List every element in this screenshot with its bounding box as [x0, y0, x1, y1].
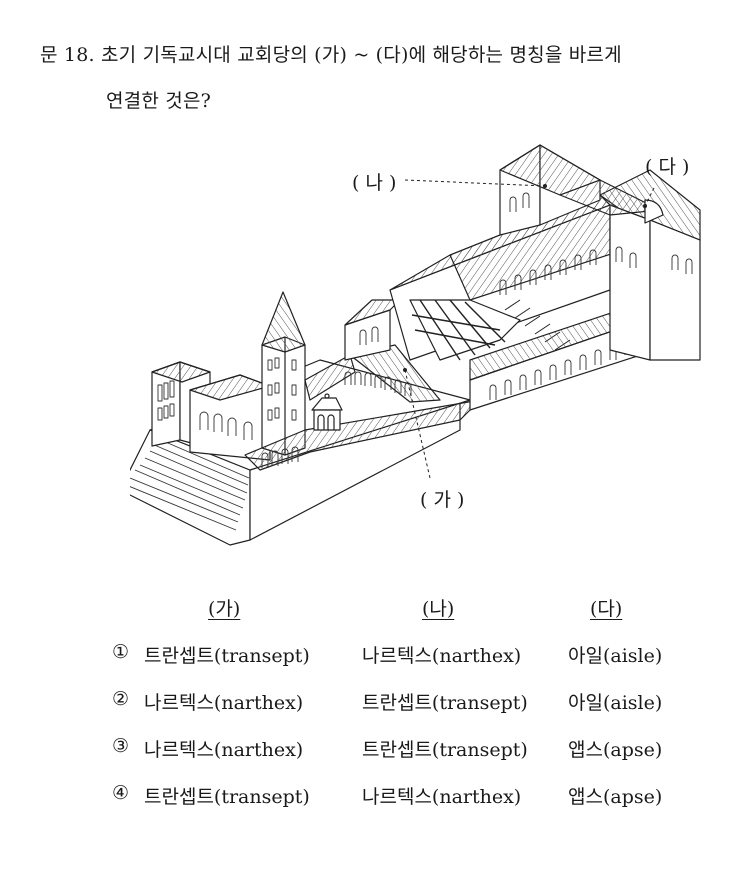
option-ga: 트란셉트(transept): [144, 786, 310, 808]
option-na: 나르텍스(narthex): [362, 786, 522, 808]
answer-option-3[interactable]: ③ 나르텍스(narthex) 트란셉트(transept) 앱스(apse): [0, 735, 753, 765]
option-na: 트란셉트(transept): [362, 739, 528, 761]
church-illustration: [130, 144, 701, 546]
fountain-pavilion: [311, 393, 343, 431]
figure-label-na: ( 나 ): [352, 172, 397, 194]
question-line-2: 연결한 것은?: [106, 90, 212, 112]
option-number: ④: [112, 782, 130, 804]
apse: [644, 199, 664, 224]
answer-option-4[interactable]: ④ 트란셉트(transept) 나르텍스(narthex) 앱스(apse): [0, 782, 753, 812]
option-da: 아일(aisle): [568, 645, 663, 667]
option-da: 앱스(apse): [568, 786, 663, 808]
column-header-na: (나): [422, 598, 455, 620]
transept-front: [609, 204, 651, 361]
column-header-da: (다): [590, 598, 623, 620]
option-ga: 나르텍스(narthex): [144, 739, 304, 761]
option-ga: 나르텍스(narthex): [144, 692, 304, 714]
nave-cutaway: [409, 299, 521, 361]
option-number: ②: [112, 688, 130, 710]
option-number: ③: [112, 735, 130, 757]
answer-option-1[interactable]: ① 트란셉트(transept) 나르텍스(narthex) 아일(aisle): [0, 641, 753, 671]
figure-label-da: ( 다 ): [645, 156, 690, 178]
option-da: 아일(aisle): [568, 692, 663, 714]
option-na: 트란셉트(transept): [362, 692, 528, 714]
option-da: 앱스(apse): [568, 739, 663, 761]
atrium-roof-front: [244, 399, 481, 471]
answer-option-2[interactable]: ② 나르텍스(narthex) 트란셉트(transept) 아일(aisle): [0, 688, 753, 718]
option-na: 나르텍스(narthex): [362, 645, 522, 667]
tower-spire: [261, 291, 306, 353]
atrium-roof-left: [304, 354, 356, 401]
figure-label-ga: ( 가 ): [420, 489, 465, 511]
question-line-1: 문 18. 초기 기독교시대 교회당의 (가) ~ (다)에 해당하는 명칭을 …: [40, 44, 622, 66]
option-number: ①: [112, 641, 130, 663]
option-ga: 트란셉트(transept): [144, 645, 310, 667]
column-header-ga: (가): [208, 598, 241, 620]
